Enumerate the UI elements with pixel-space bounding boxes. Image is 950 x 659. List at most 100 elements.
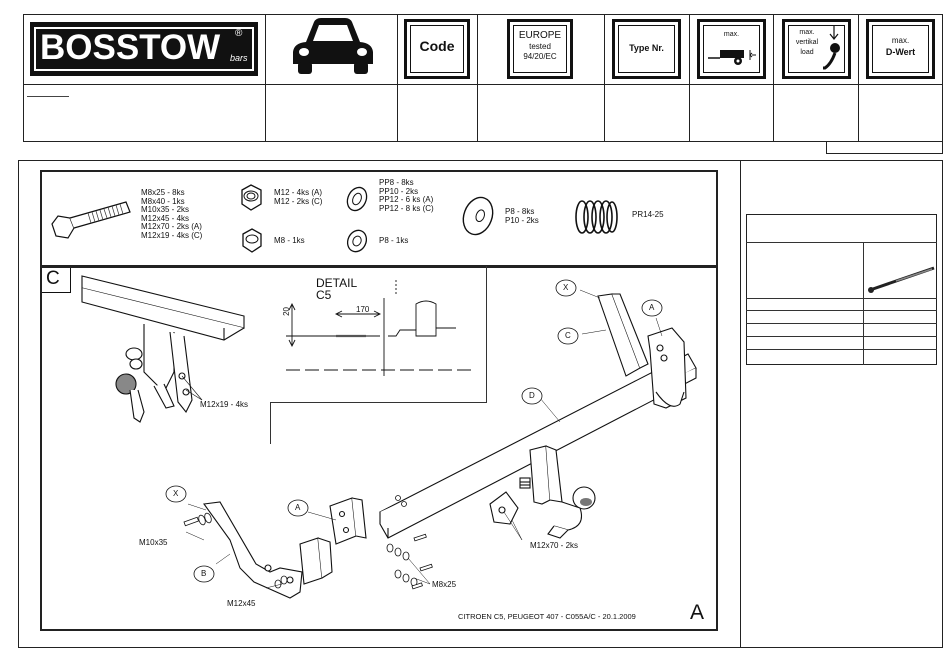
bolt-m12x70-label: M12x70 - 2ks (530, 541, 579, 550)
flat-washer-icon (459, 194, 497, 238)
car-icon (288, 16, 378, 78)
torque-table-line (746, 336, 937, 337)
torque-table-line (746, 323, 937, 324)
frame-divider (740, 160, 741, 648)
drawing-frame (18, 160, 943, 648)
vertical-line1: max. (799, 29, 815, 36)
torque-table-line (746, 242, 937, 243)
torque-table (746, 214, 937, 365)
vertical-load-box: max. vertikal load (782, 19, 851, 79)
type-nr-box: Type Nr. (612, 19, 681, 79)
flat-washer-item: P8 - 8ks (505, 207, 535, 216)
label-a-left: A (295, 503, 301, 512)
header-col-divider (477, 14, 478, 142)
vertical-line2: vertikal (795, 39, 819, 46)
bolt-list-item: M8x40 - 1ks (141, 196, 185, 206)
header-bracket (826, 142, 827, 154)
code-label: Code (419, 38, 455, 54)
header-table (23, 14, 943, 142)
detail-c5-leader (270, 402, 271, 444)
nut-m12-list: M12 - 4ks (A) M12 - 2ks (C) (274, 188, 323, 206)
bolt-list-item: M12x70 - 2ks (A) (141, 222, 202, 231)
detail-c5-drawing (276, 280, 482, 380)
bolt-list-item: M12x19 - 4ks (C) (141, 230, 203, 240)
bolt-list-item: M12x45 - 4ks (141, 213, 190, 223)
logo-text: BOSSTOW (40, 28, 221, 67)
section-c-marker (42, 268, 71, 293)
bolt-list-item: M10x35 - 2ks (141, 205, 190, 214)
nut-m8-icon (238, 226, 266, 256)
europe-line3: 94/20/EC (523, 52, 557, 61)
label-a-right: A (649, 303, 655, 312)
drawing-footer-text: CITROEN C5, PEUGEOT 407 - C055A/C - 20.1… (458, 612, 636, 621)
detail-title-line2: C5 (316, 288, 332, 302)
europe-tested-box: EUROPE tested 94/20/EC (507, 19, 573, 79)
logo-registered: ® (235, 28, 243, 39)
blank-underline (27, 96, 69, 97)
europe-line1: EUROPE (518, 30, 562, 41)
code-icon-box: Code (404, 19, 470, 79)
dim-170-label: 170 (356, 305, 370, 314)
washer-list-item: PP10 - 2ks (379, 186, 419, 196)
bolt-m10x35-label: M10x35 (139, 538, 168, 547)
towbar-assembly-drawing (150, 272, 716, 627)
trailer-icon (708, 46, 758, 70)
torque-table-line (746, 310, 937, 311)
label-d: D (529, 391, 535, 400)
detail-c5-inset (270, 266, 487, 403)
label-b: B (201, 569, 207, 578)
nut-m12-icon (236, 182, 266, 214)
bolt-list-item: M8x25 - 8ks (141, 188, 185, 197)
main-drawing-frame (40, 266, 718, 631)
flat-washer-item: P10 - 2ks (505, 215, 539, 225)
washer-p8-label: P8 - 1ks (379, 236, 409, 245)
washer-list-item: PP12 - 8 ks (C) (379, 203, 434, 213)
nut-list-item: M12 - 4ks (A) (274, 188, 323, 197)
europe-line2: tested (529, 42, 551, 51)
section-c-letter: C (46, 268, 60, 289)
torque-table-line (746, 349, 937, 350)
bolt-m8x25-label: M8x25 (432, 580, 457, 589)
d-wert-line1: max. (891, 36, 910, 45)
header-col-divider (265, 14, 266, 142)
vertical-line3: load (800, 49, 814, 56)
header-col-divider (773, 14, 774, 142)
bosstow-logo: BOSSTOW ® bars (30, 22, 258, 76)
washer-p8-icon (344, 226, 370, 256)
torque-table-line (746, 298, 937, 299)
nut-m8-label: M8 - 1ks (274, 236, 305, 245)
tow-ball-icon (821, 24, 847, 76)
bolt-m12x45-label: M12x45 (227, 599, 256, 608)
header-row-divider (23, 84, 943, 85)
label-c: C (565, 331, 571, 340)
label-x-right: X (563, 283, 569, 292)
header-col-divider (604, 14, 605, 142)
header-col-divider (858, 14, 859, 142)
max-trailer-box: max. (697, 19, 766, 79)
detail-bolt-label: M12x19 - 4ks (200, 400, 249, 409)
corner-letter: A (690, 601, 705, 624)
bolt-icon (48, 196, 132, 248)
spring-icon (568, 195, 624, 239)
d-wert-box: max. D-Wert (866, 19, 935, 79)
header-col-divider (397, 14, 398, 142)
spring-washer-icon (344, 184, 370, 214)
washer-pp-list: PP8 - 8ks PP10 - 2ks PP12 - 6 ks (A) PP1… (379, 178, 434, 213)
header-bracket (942, 142, 943, 154)
logo-subtext: bars (230, 53, 248, 63)
nut-list-item: M12 - 2ks (C) (274, 196, 323, 206)
washer-list-item: PP12 - 6 ks (A) (379, 195, 434, 204)
spring-label: PR14-25 (632, 210, 664, 219)
detail-c-bracket-drawing (74, 272, 274, 442)
bolt-list: M8x25 - 8ks M8x40 - 1ks M10x35 - 2ks M12… (141, 188, 203, 240)
washer-list-item: PP8 - 8ks (379, 178, 414, 187)
d-wert-line2: D-Wert (885, 47, 916, 57)
detail-title-line1: DETAIL (316, 276, 358, 290)
torque-table-col (863, 242, 864, 365)
flat-washer-list: P8 - 8ks P10 - 2ks (505, 207, 539, 225)
header-col-divider (689, 14, 690, 142)
type-nr-label: Type Nr. (629, 43, 664, 53)
torque-wrench-icon (866, 262, 936, 296)
label-x-left: X (173, 489, 179, 498)
max-trailer-label: max. (723, 31, 740, 38)
